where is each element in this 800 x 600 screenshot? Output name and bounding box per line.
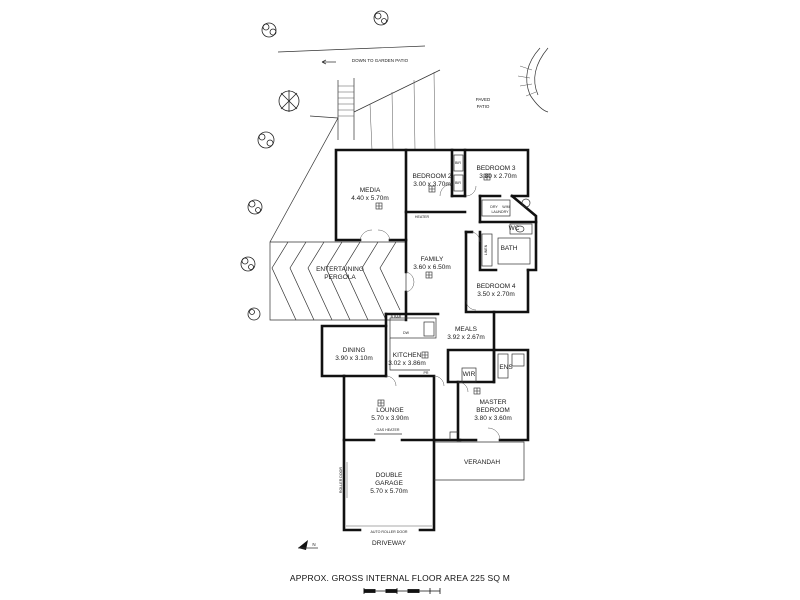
bbar-label: B.BAR <box>391 315 402 319</box>
kitchen-label: KITCHEN <box>393 352 422 359</box>
bedroom3-dimensions: 3.80 x 2.70m <box>479 173 517 180</box>
heater-label: HEATER <box>415 215 430 219</box>
master-dimensions: 3.80 x 3.60m <box>474 415 512 422</box>
pergola-roof <box>269 241 407 321</box>
tree-icon <box>257 131 275 149</box>
walls <box>320 148 538 532</box>
tree-icons <box>240 10 389 321</box>
pr-label: PR <box>424 371 429 375</box>
tree-icon <box>373 10 389 26</box>
laundry-label: LAUNDRY <box>491 210 509 214</box>
light-fixture-icon <box>425 271 433 279</box>
spiral-steps <box>517 47 549 113</box>
family-label: FAMILY <box>421 256 444 263</box>
tree-icon <box>247 307 261 321</box>
wm-label: W/M <box>502 205 509 209</box>
tree-icon <box>261 22 277 38</box>
entertaining-label: ENTERTAINING <box>316 266 364 273</box>
driveway-label: DRIVEWAY <box>372 540 407 547</box>
light-fixture-icon <box>377 399 385 407</box>
master-label: MASTER <box>479 399 506 406</box>
dining-dimensions: 3.90 x 3.10m <box>335 355 373 362</box>
dw-label: DW <box>403 331 410 335</box>
bir-label-2: BIR <box>455 181 461 185</box>
tree-icon <box>278 90 300 112</box>
meals-label: MEALS <box>455 326 478 333</box>
meals-dimensions: 3.92 x 2.67m <box>447 334 485 341</box>
patio-label: PATIO <box>477 104 490 109</box>
dining-label: DINING <box>343 347 366 354</box>
roller-door-label: ROLLER DOOR <box>339 467 343 494</box>
wir-label: WIR <box>463 371 476 378</box>
light-fixture-icon <box>473 387 481 395</box>
bedroom2-label: BEDROOM 2 <box>412 173 451 180</box>
door-swings <box>359 183 501 441</box>
ens-label: ENS <box>499 364 513 371</box>
family-dimensions: 3.60 x 6.50m <box>413 264 451 271</box>
kitchen-dimensions: 3.02 x 3.86m <box>388 360 426 367</box>
wc-label: WC <box>509 225 520 232</box>
gas-heater-label: GAS HEATER <box>377 428 400 432</box>
lounge-label: LOUNGE <box>376 407 404 414</box>
verandah-outline <box>434 441 525 481</box>
scale-bar-icon <box>363 588 441 594</box>
floor-area-caption: APPROX. GROSS INTERNAL FLOOR AREA 225 SQ… <box>289 573 511 583</box>
bir-label-1: BIR <box>455 161 461 165</box>
lounge-dimensions: 5.70 x 3.90m <box>371 415 409 422</box>
auto-roller-door-label: AUTO ROLLER DOOR <box>370 530 407 534</box>
paved-label: PAVED <box>476 97 491 102</box>
garage-dimensions: 5.70 x 5.70m <box>370 488 408 495</box>
verandah-label: VERANDAH <box>464 459 500 466</box>
north-label: N <box>312 542 315 547</box>
bedroom4-label: BEDROOM 4 <box>476 283 515 290</box>
bedroom4-dimensions: 3.50 x 2.70m <box>477 291 515 298</box>
arrow-left-icon <box>321 59 336 65</box>
linen-label: LINEN <box>484 244 488 255</box>
pergola-label: PERGOLA <box>324 274 356 281</box>
light-fixture-icon <box>421 351 429 359</box>
tree-icon <box>240 256 256 272</box>
light-fixture-icon <box>428 185 436 193</box>
bath-label: BATH <box>501 245 518 252</box>
bedroom3-label: BEDROOM 3 <box>476 165 515 172</box>
tree-icon <box>247 199 263 215</box>
dry-label: DRY <box>490 205 498 209</box>
garage-label: GARAGE <box>375 480 403 487</box>
light-fixture-icon <box>375 202 383 210</box>
north-arrow-icon <box>298 540 318 550</box>
down-to-garden-patio-label: DOWN TO GARDEN PATIO <box>352 58 409 63</box>
master-bedroom-label: BEDROOM <box>476 407 510 414</box>
garden-path <box>269 45 441 243</box>
media-label: MEDIA <box>360 187 381 194</box>
bedroom2-dimensions: 3.00 x 3.70m <box>413 181 451 188</box>
light-fixture-icon <box>483 173 491 181</box>
light-fixture-icons <box>375 173 491 407</box>
media-dimensions: 4.40 x 5.70m <box>351 195 389 202</box>
double-label: DOUBLE <box>376 472 403 479</box>
fixtures <box>374 154 533 440</box>
